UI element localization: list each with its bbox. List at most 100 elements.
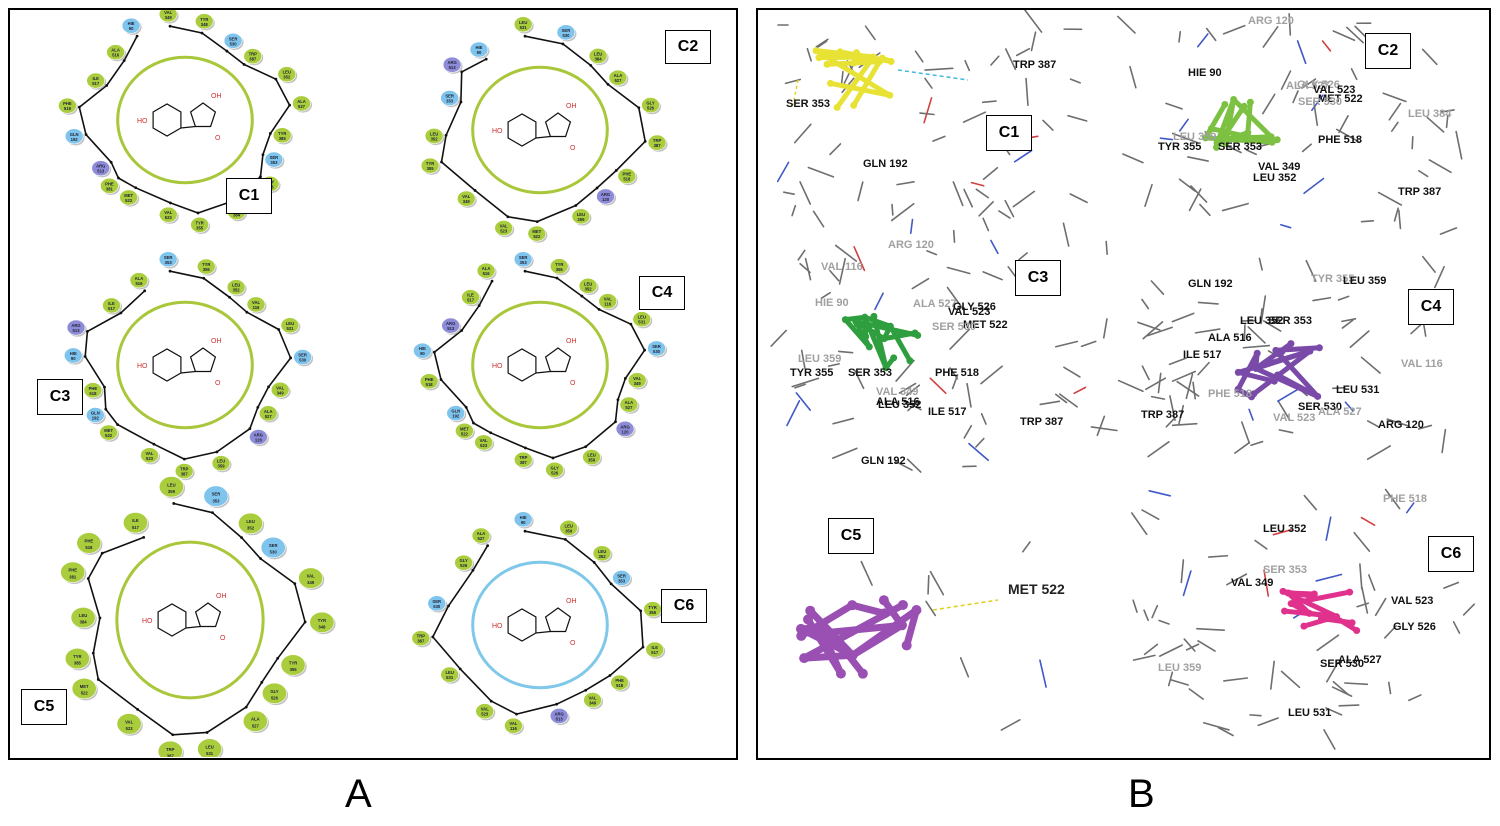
chain-node (623, 377, 627, 380)
residue-stick (1015, 47, 1031, 57)
panel-a-caption: A (345, 772, 372, 816)
residue-stick (795, 392, 811, 411)
residue-stick (1260, 295, 1267, 325)
residue-stick (1428, 159, 1452, 174)
residue-label-ser-353: SER 353 (848, 367, 892, 379)
residue-number: 516 (112, 53, 120, 58)
residue-name: ILE (132, 518, 139, 523)
residue-stick (1455, 130, 1463, 160)
residue-blob (196, 258, 216, 275)
residue-blob (424, 128, 444, 144)
residue-stick (1207, 554, 1229, 558)
residue-blob (619, 396, 639, 413)
residue-number: 513 (556, 716, 564, 721)
residue-stick (1069, 78, 1081, 84)
chain-node (182, 457, 186, 461)
chain-node (171, 733, 175, 737)
residue-stick (1073, 386, 1087, 395)
residue-blob (203, 485, 229, 507)
residue-number: 116 (253, 305, 260, 310)
chain-node (200, 31, 204, 35)
chain-node (77, 105, 81, 109)
protein-residue-sticks (1117, 255, 1447, 461)
ligand-atom (1278, 348, 1286, 356)
chain-node (211, 511, 214, 515)
residue-name: TYR (289, 661, 297, 666)
ligand-atom (1281, 607, 1289, 615)
residue-blob (293, 349, 312, 366)
residue-number: 349 (463, 199, 471, 204)
residue-number: 359 (577, 217, 585, 222)
residue-number: 349 (589, 701, 597, 706)
residue-number: 348 (318, 624, 326, 629)
ligand-ring (157, 603, 187, 637)
residue-number: 387 (181, 472, 189, 477)
residue-stick (1278, 429, 1294, 434)
residue-stick (1165, 102, 1183, 110)
residue-number: 120 (255, 438, 263, 443)
residue-stick (832, 417, 855, 425)
residue-label-tyr-355: TYR 355 (790, 367, 833, 379)
residue-stick (1280, 70, 1292, 90)
ligand-ring-2 (194, 602, 222, 628)
ligand-bond (834, 54, 876, 110)
ligand-atom (879, 608, 890, 619)
residue-label-ala-516: ALA 516 (876, 396, 920, 408)
residue-number: 513 (447, 326, 455, 331)
panel-b-label-c1: C1 (986, 115, 1032, 151)
residue-label-phe-518: PHE 518 (935, 367, 979, 379)
residue-name: ALA (477, 531, 486, 536)
residue-name: TRP (519, 455, 528, 460)
chain-node (643, 348, 647, 352)
residue-stick (1183, 638, 1196, 652)
residue-label-hie-90: HIE 90 (1188, 67, 1222, 79)
residue-blob (588, 47, 608, 64)
ligand-atom (1202, 134, 1210, 142)
chain-node (288, 103, 292, 107)
backbone-chain (78, 25, 291, 214)
residue-stick (1171, 370, 1197, 382)
protein-residue-sticks (770, 222, 1118, 473)
residue-number: 527 (298, 104, 306, 109)
chain-node (96, 678, 100, 681)
residue-name: TRP (180, 467, 189, 472)
residue-stick (1144, 183, 1153, 207)
residue-stick (1280, 670, 1301, 689)
residue-blob (440, 90, 459, 107)
residue-stick (1288, 12, 1292, 36)
residue-stick (924, 77, 933, 89)
chain-node (460, 70, 464, 74)
residue-blob (243, 48, 263, 65)
residue-stick (827, 363, 840, 367)
residue-number: 349 (165, 15, 173, 20)
residue-stick (932, 135, 946, 142)
residue-blob (280, 317, 300, 334)
residue-label-leu-359: LEU 359 (798, 353, 841, 365)
c1-pi-interaction (897, 69, 969, 81)
residue-stick (1325, 516, 1332, 541)
residue-label-tyr-355: TYR 355 (1311, 273, 1354, 285)
pocket-contour (471, 300, 609, 430)
panel-a-label-c3: C3 (37, 379, 83, 415)
residue-label-ser-353: SER 353 (1268, 315, 1312, 327)
ligand-atom (853, 49, 861, 57)
residue-name: VAL (307, 574, 316, 579)
ligand-atom (835, 668, 846, 679)
chain-node (472, 421, 475, 425)
ligand-bond (1235, 369, 1277, 384)
residue-blob (123, 512, 148, 534)
residue-stick (1187, 156, 1209, 162)
residue-stick (1196, 627, 1226, 631)
residue-name: TRP (249, 52, 258, 57)
residue-stick (1192, 381, 1197, 400)
